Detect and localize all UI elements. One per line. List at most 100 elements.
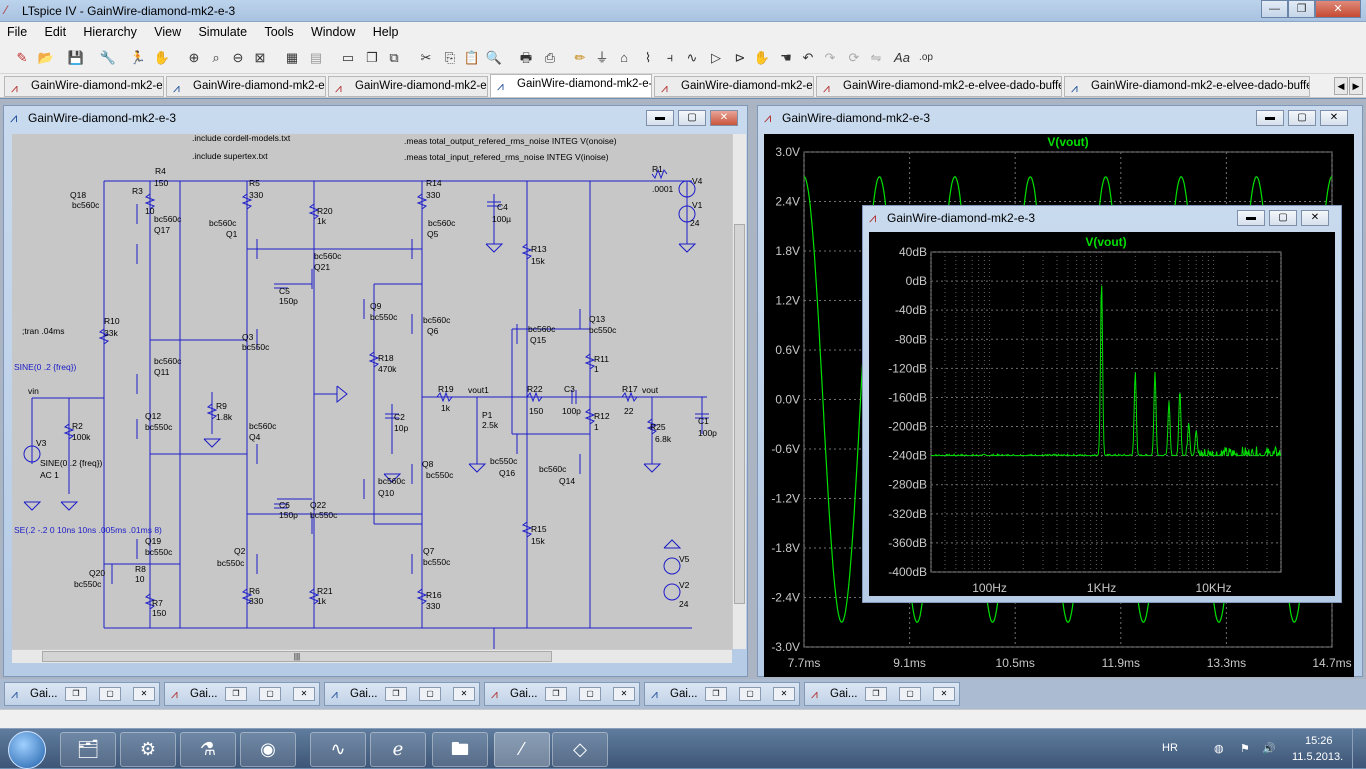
restore-icon[interactable]: ❐ bbox=[705, 687, 727, 701]
close-icon[interactable]: ✕ bbox=[773, 687, 795, 701]
move-icon[interactable]: ✋ bbox=[753, 50, 771, 65]
menu-file[interactable]: File bbox=[7, 25, 28, 39]
hscroll-thumb[interactable]: ||| bbox=[42, 651, 552, 662]
close-icon[interactable]: ✕ bbox=[293, 687, 315, 701]
resistor-icon[interactable]: ⌇ bbox=[644, 50, 652, 65]
close-button[interactable]: ✕ bbox=[1315, 0, 1361, 18]
print-setup-icon[interactable]: 🖶 bbox=[519, 50, 533, 65]
schematic-maximize-button[interactable]: ▢ bbox=[678, 110, 706, 126]
print-icon[interactable]: ⎙ bbox=[544, 50, 556, 65]
maximize-icon[interactable]: ▢ bbox=[419, 687, 441, 701]
schematic-minimize-button[interactable]: ▬ bbox=[646, 110, 674, 126]
vscroll-thumb[interactable] bbox=[734, 224, 745, 604]
wire-icon[interactable]: ✏ bbox=[574, 50, 586, 65]
network-icon[interactable]: ◍ bbox=[1214, 743, 1224, 755]
menu-tools[interactable]: Tools bbox=[264, 25, 294, 39]
maximize-icon[interactable]: ▢ bbox=[739, 687, 761, 701]
fft-maximize-button[interactable]: ▢ bbox=[1269, 210, 1297, 226]
tile-horizontal-icon[interactable]: ▭ bbox=[341, 50, 355, 65]
flag-icon[interactable]: ⚑ bbox=[1240, 743, 1250, 755]
save-icon[interactable]: 💾 bbox=[67, 50, 85, 65]
menu-view[interactable]: View bbox=[154, 25, 182, 39]
schematic-close-button[interactable]: ✕ bbox=[710, 110, 738, 126]
doc-tab-6[interactable]: ⩘GainWire-diamond-mk2-e-elvee-dado-buffe… bbox=[816, 76, 1062, 97]
maximize-icon[interactable]: ▢ bbox=[259, 687, 281, 701]
doc-tab-4[interactable]: ⩘GainWire-diamond-mk2-e-3 bbox=[490, 74, 652, 97]
cut-icon[interactable]: ✂ bbox=[420, 50, 432, 65]
restore-icon[interactable]: ❐ bbox=[865, 687, 887, 701]
mdi-tab-4[interactable]: ⩘Gai...❐▢✕ bbox=[484, 682, 640, 706]
close-icon[interactable]: ✕ bbox=[453, 687, 475, 701]
fft-close-button[interactable]: ✕ bbox=[1301, 210, 1329, 226]
restore-icon[interactable]: ❐ bbox=[545, 687, 567, 701]
drag-icon[interactable]: ☚ bbox=[780, 50, 792, 65]
language-indicator[interactable]: HR bbox=[1162, 742, 1178, 754]
app-taskbar-icon-3[interactable]: ◉ bbox=[240, 732, 296, 767]
clock-date[interactable]: 11.5.2013. bbox=[1292, 751, 1344, 763]
ltspice-taskbar-icon[interactable]: ⁄ bbox=[494, 732, 550, 767]
maximize-icon[interactable]: ▢ bbox=[99, 687, 121, 701]
doc-tab-1[interactable]: ⩘GainWire-diamond-mk2-e-2 bbox=[4, 76, 164, 97]
close-icon[interactable]: ✕ bbox=[933, 687, 955, 701]
maximize-button[interactable]: ❐ bbox=[1288, 0, 1315, 18]
redo-icon[interactable]: ↷ bbox=[824, 50, 836, 65]
autorange-icon[interactable]: ▦ bbox=[285, 50, 299, 65]
restore-icon[interactable]: ❐ bbox=[65, 687, 87, 701]
spice-directive-icon[interactable]: .op bbox=[919, 52, 933, 63]
capacitor-icon[interactable]: ⫞ bbox=[666, 50, 674, 65]
app-taskbar-icon-2[interactable]: ⚗ bbox=[180, 732, 236, 767]
undo-icon[interactable]: ↶ bbox=[802, 50, 814, 65]
tab-scroll-right-button[interactable]: ▶ bbox=[1349, 77, 1363, 95]
mdi-tab-3[interactable]: ⩘Gai...❐▢✕ bbox=[324, 682, 480, 706]
control-panel-icon[interactable]: 🔧 bbox=[99, 50, 117, 65]
zoom-out-icon[interactable]: ⊖ bbox=[232, 50, 244, 65]
show-desktop-button[interactable] bbox=[1352, 729, 1366, 769]
volume-icon[interactable]: 🔊 bbox=[1262, 743, 1276, 755]
fft-minimize-button[interactable]: ▬ bbox=[1237, 210, 1265, 226]
doc-tab-7[interactable]: ⩘GainWire-diamond-mk2-e-elvee-dado-buffe… bbox=[1064, 76, 1310, 97]
close-icon[interactable]: ✕ bbox=[613, 687, 635, 701]
schematic-canvas[interactable]: .include cordell-models.txt .include sup… bbox=[12, 134, 732, 649]
files-taskbar-icon[interactable]: 🖿 bbox=[432, 732, 488, 767]
label-net-icon[interactable]: ⌂ bbox=[620, 50, 628, 65]
mdi-tab-2[interactable]: ⩘Gai...❐▢✕ bbox=[164, 682, 320, 706]
open-icon[interactable]: 📂 bbox=[37, 50, 55, 65]
paste-icon[interactable]: 📋 bbox=[463, 50, 481, 65]
component-icon[interactable]: ⊳ bbox=[734, 50, 746, 65]
mdi-tab-6[interactable]: ⩘Gai...❐▢✕ bbox=[804, 682, 960, 706]
maximize-icon[interactable]: ▢ bbox=[899, 687, 921, 701]
menu-edit[interactable]: Edit bbox=[44, 25, 67, 39]
menu-window[interactable]: Window bbox=[310, 25, 356, 39]
oscilloscope-taskbar-icon[interactable]: ∿ bbox=[310, 732, 366, 767]
pan-icon[interactable]: ⌕ bbox=[212, 50, 220, 65]
zoom-in-icon[interactable]: ⊕ bbox=[188, 50, 200, 65]
doc-tab-3[interactable]: ⩘GainWire-diamond-mk2-e-3 bbox=[328, 76, 488, 97]
inductor-icon[interactable]: ∿ bbox=[686, 50, 698, 65]
app-taskbar-icon-1[interactable]: ⚙ bbox=[120, 732, 176, 767]
text-icon[interactable]: Aa bbox=[894, 50, 910, 65]
rotate-icon[interactable]: ⟳ bbox=[848, 50, 860, 65]
maximize-icon[interactable]: ▢ bbox=[579, 687, 601, 701]
tab-scroll-left-button[interactable]: ◀ bbox=[1334, 77, 1348, 95]
menu-help[interactable]: Help bbox=[372, 25, 399, 39]
doc-tab-2[interactable]: ⩘GainWire-diamond-mk2-e-2 bbox=[166, 76, 326, 97]
new-schematic-icon[interactable]: ✎ bbox=[16, 50, 28, 65]
clock-time[interactable]: 15:26 bbox=[1305, 735, 1333, 747]
restore-icon[interactable]: ❐ bbox=[225, 687, 247, 701]
mdi-tab-1[interactable]: ⩘Gai...❐▢✕ bbox=[4, 682, 160, 706]
close-all-icon[interactable]: ⧉ bbox=[389, 50, 399, 65]
start-button[interactable] bbox=[8, 731, 46, 769]
grid-icon[interactable]: ▤ bbox=[309, 50, 323, 65]
minimize-button[interactable]: — bbox=[1261, 0, 1288, 18]
cascade-icon[interactable]: ❐ bbox=[366, 50, 378, 65]
mdi-tab-5[interactable]: ⩘Gai...❐▢✕ bbox=[644, 682, 800, 706]
close-icon[interactable]: ✕ bbox=[133, 687, 155, 701]
menu-simulate[interactable]: Simulate bbox=[198, 25, 248, 39]
menu-hierarchy[interactable]: Hierarchy bbox=[83, 25, 137, 39]
waveform-maximize-button[interactable]: ▢ bbox=[1288, 110, 1316, 126]
restore-icon[interactable]: ❐ bbox=[385, 687, 407, 701]
run-icon[interactable]: 🏃 bbox=[129, 50, 147, 65]
doc-tab-5[interactable]: ⩘GainWire-diamond-mk2-e-3 bbox=[654, 76, 814, 97]
app-taskbar-icon-4[interactable]: ◇ bbox=[552, 732, 608, 767]
